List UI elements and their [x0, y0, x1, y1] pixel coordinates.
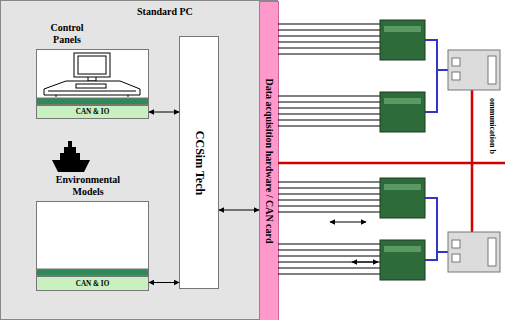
box-heading: Control Panels	[36, 22, 98, 46]
can-io-bar: CAN & IO	[36, 105, 149, 119]
model-illustration	[36, 201, 149, 276]
box-heading: Environmental Models	[40, 174, 136, 198]
model-box: Environmental Models	[36, 173, 149, 276]
connector	[149, 282, 179, 283]
acquisition-band: Data acquisition hardware / CAN card	[259, 1, 279, 320]
vertical-label: CCSim Tech	[192, 130, 207, 194]
controller-device	[448, 50, 500, 272]
double-arrow	[330, 222, 378, 262]
ship-icon	[52, 141, 90, 172]
connector	[149, 112, 179, 113]
pc-frame: Standard PC Control PanelsCAN & IO Environ…	[0, 0, 278, 320]
module-link	[425, 40, 448, 260]
simulator-bar: CCSim Tech	[179, 36, 219, 289]
io-module	[380, 20, 425, 280]
bus-label: ommunication b	[488, 98, 497, 154]
signal-wires	[278, 24, 380, 274]
vertical-label: Data acquisition hardware / CAN card	[264, 78, 275, 243]
connector	[219, 210, 259, 211]
frame-title: Standard PC	[137, 6, 193, 17]
bus-label: CAN & IO	[37, 279, 148, 288]
console-illustration	[36, 49, 149, 105]
edge-layer	[149, 112, 259, 283]
control-panel-box: Control Panels	[36, 21, 149, 105]
bus-label: CAN & IO	[37, 108, 148, 117]
can-io-bar: CAN & IO	[36, 276, 149, 291]
communication-bus	[278, 90, 505, 232]
